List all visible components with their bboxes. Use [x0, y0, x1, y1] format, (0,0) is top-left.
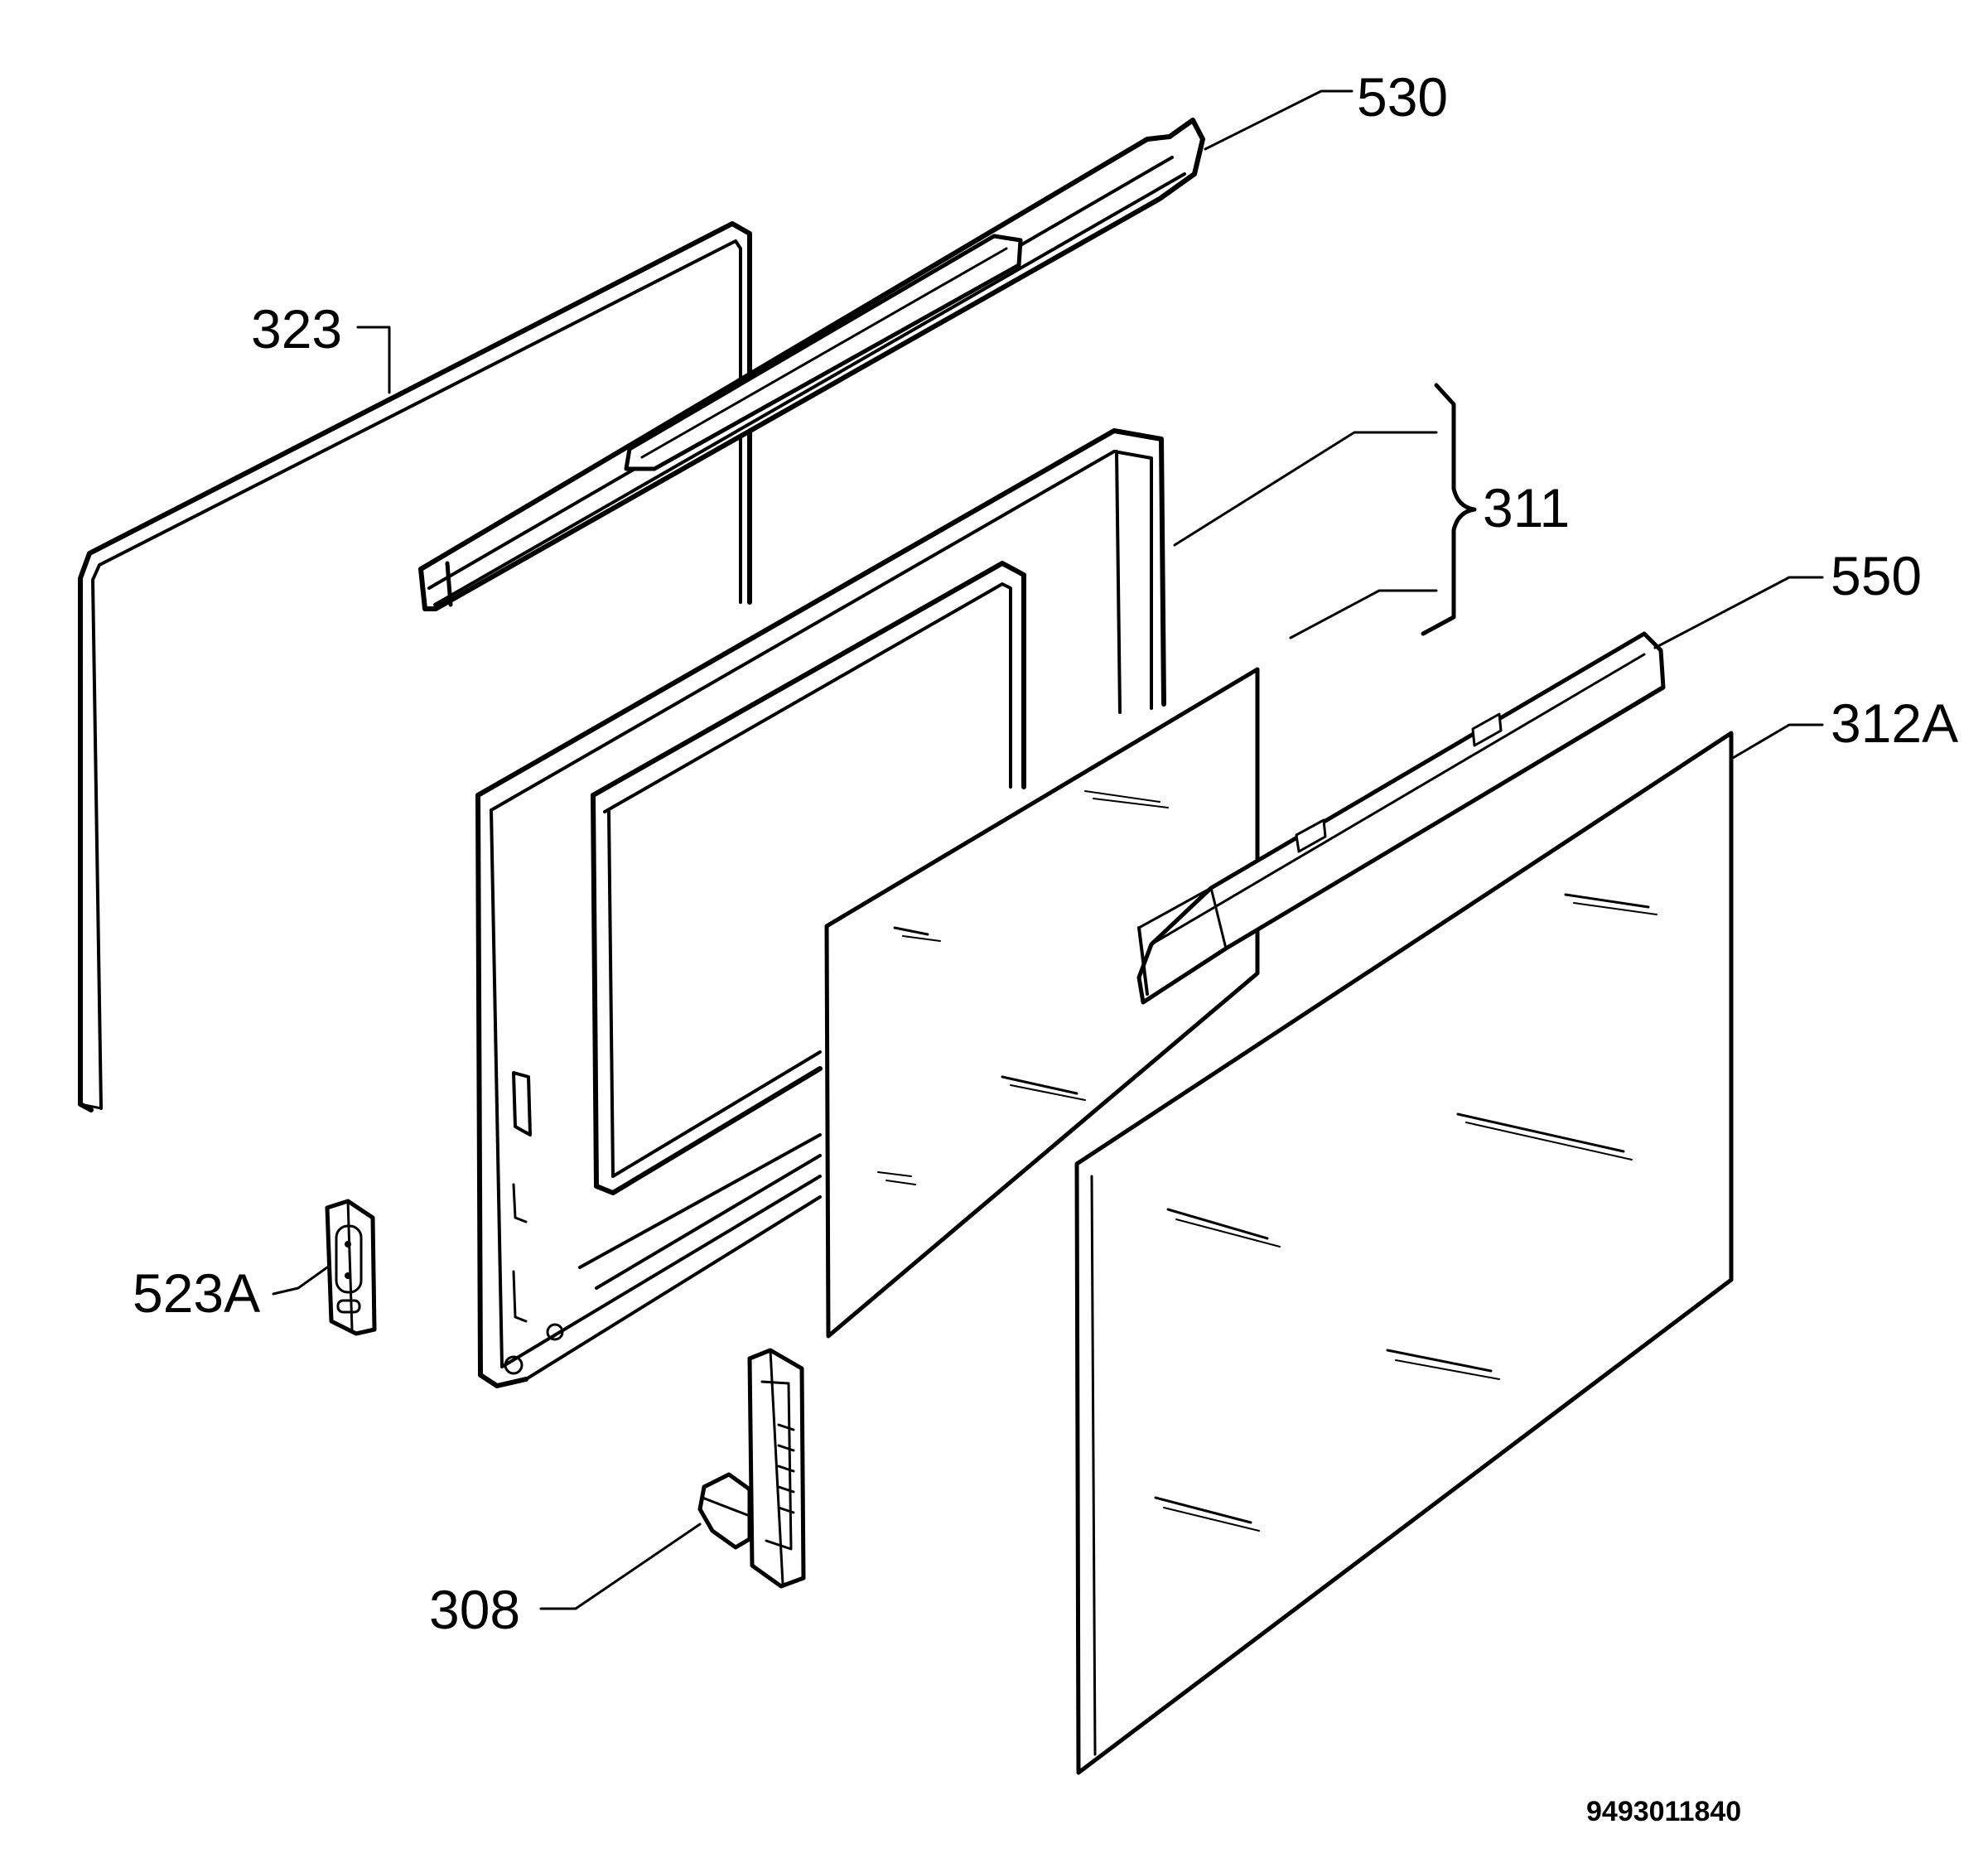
door-handle-trim-530	[418, 118, 1205, 611]
glass-retaining-strip-550	[1136, 631, 1666, 1005]
latch-striker-523A	[325, 1199, 377, 1336]
part-label-311: 311	[1483, 477, 1570, 538]
door-hinge-308	[697, 1348, 806, 1589]
part-label-308: 308	[429, 1579, 520, 1640]
part-label-550: 550	[1831, 545, 1922, 606]
part-label-530: 530	[1357, 66, 1448, 128]
drawing-number: 9493011840	[1586, 1796, 1741, 1827]
part-label-323: 323	[251, 298, 342, 360]
bracket-311	[1173, 383, 1477, 639]
inner-door-frame-311	[475, 428, 1166, 1388]
outer-glass-panel-312A	[1074, 731, 1734, 1775]
part-label-523A: 523A	[133, 1262, 260, 1324]
leader-lines	[272, 89, 1824, 1610]
door-seal-323	[78, 221, 752, 1112]
part-label-312A: 312A	[1831, 693, 1958, 754]
middle-glass-pane	[824, 667, 1260, 1339]
